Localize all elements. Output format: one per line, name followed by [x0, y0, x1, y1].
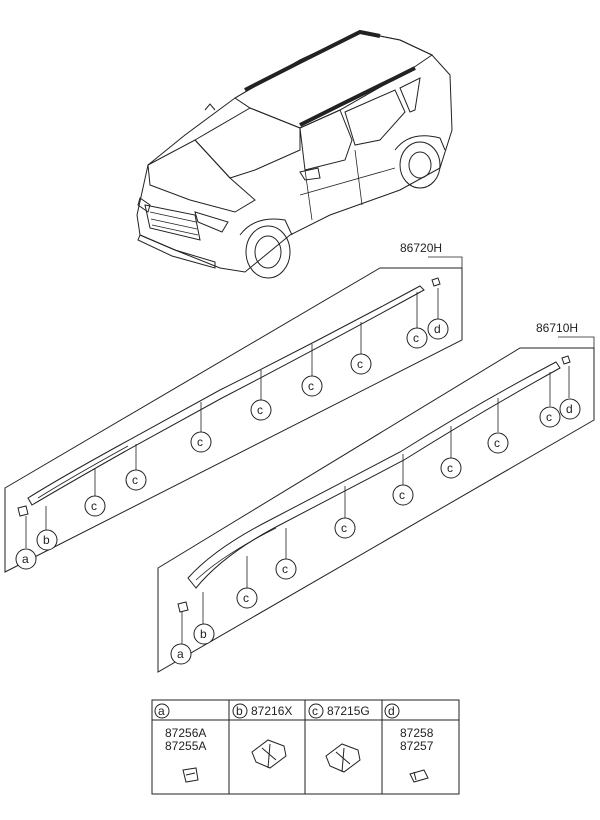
svg-text:a: a	[177, 647, 184, 661]
left-rail-assembly: 86720H a b c c c c c c c d	[4, 241, 463, 573]
legend-b-part: 87216X	[251, 704, 292, 718]
right-end-clip-d	[561, 355, 571, 365]
left-callout-c: c	[301, 375, 323, 397]
svg-text:c: c	[197, 435, 203, 449]
right-callout-a: a	[170, 643, 192, 665]
legend-a-part-2: 87255A	[165, 739, 206, 753]
svg-text:b: b	[200, 627, 207, 641]
svg-text:c: c	[312, 704, 318, 718]
left-end-clip-a	[17, 505, 29, 517]
right-callout-d: d	[559, 398, 581, 420]
right-callout-b: b	[193, 623, 215, 645]
clip-c-icon	[325, 743, 361, 773]
right-callout-c: c	[236, 587, 258, 609]
svg-text:c: c	[399, 488, 405, 502]
legend-letter-b: b	[232, 703, 248, 719]
right-callout-c: c	[275, 558, 297, 580]
left-callout-c: c	[190, 431, 212, 453]
svg-text:c: c	[357, 357, 363, 371]
clip-d-icon	[409, 769, 429, 783]
right-end-clip-a	[177, 601, 189, 613]
svg-text:d: d	[388, 704, 395, 718]
svg-text:c: c	[282, 562, 288, 576]
right-callout-c: c	[487, 432, 509, 454]
svg-text:d: d	[566, 402, 573, 416]
svg-text:c: c	[91, 499, 97, 513]
left-callout-b: b	[36, 529, 58, 551]
legend-d-part-1: 87258	[400, 726, 434, 740]
left-callout-c: c	[125, 469, 147, 491]
parts-legend-table: a 87256A 87255A b 87216X c 87215G d 8725…	[151, 699, 460, 795]
svg-text:c: c	[494, 436, 500, 450]
legend-letter-d: d	[384, 703, 400, 719]
svg-text:c: c	[243, 591, 249, 605]
svg-text:c: c	[132, 473, 138, 487]
left-callout-c: c	[84, 495, 106, 517]
svg-text:c: c	[447, 461, 453, 475]
right-callout-c: c	[392, 484, 414, 506]
left-callout-c: c	[406, 327, 428, 349]
left-end-clip-d	[431, 277, 441, 287]
right-rail-assembly: 86710H a b c c c c c c c d	[157, 321, 595, 673]
clip-b-icon	[251, 739, 287, 769]
svg-text:c: c	[546, 410, 552, 424]
svg-text:c: c	[341, 521, 347, 535]
legend-letter-a: a	[154, 703, 170, 719]
svg-text:b: b	[236, 704, 243, 718]
left-callout-c: c	[250, 399, 272, 421]
left-callout-c: c	[350, 353, 372, 375]
legend-d-part-2: 87257	[400, 739, 434, 753]
svg-text:d: d	[434, 322, 441, 336]
svg-text:a: a	[22, 552, 29, 566]
svg-text:c: c	[413, 331, 419, 345]
left-rail-part-number: 86720H	[400, 241, 442, 255]
svg-text:a: a	[158, 704, 165, 718]
right-rail-part-number: 86710H	[536, 321, 578, 335]
clip-a-icon	[182, 767, 199, 783]
vehicle-illustration	[136, 29, 453, 279]
legend-a-part-1: 87256A	[165, 726, 206, 740]
right-roof-rail	[187, 361, 561, 589]
right-callout-c: c	[334, 517, 356, 539]
legend-letter-c: c	[308, 703, 324, 719]
svg-text:c: c	[308, 379, 314, 393]
right-callout-c: c	[539, 406, 561, 428]
svg-text:b: b	[43, 533, 50, 547]
right-callout-c: c	[440, 457, 462, 479]
left-callout-d: d	[427, 318, 449, 340]
left-callout-a: a	[15, 548, 37, 570]
svg-text:c: c	[257, 403, 263, 417]
legend-c-part: 87215G	[327, 704, 370, 718]
left-roof-rail	[27, 285, 425, 506]
